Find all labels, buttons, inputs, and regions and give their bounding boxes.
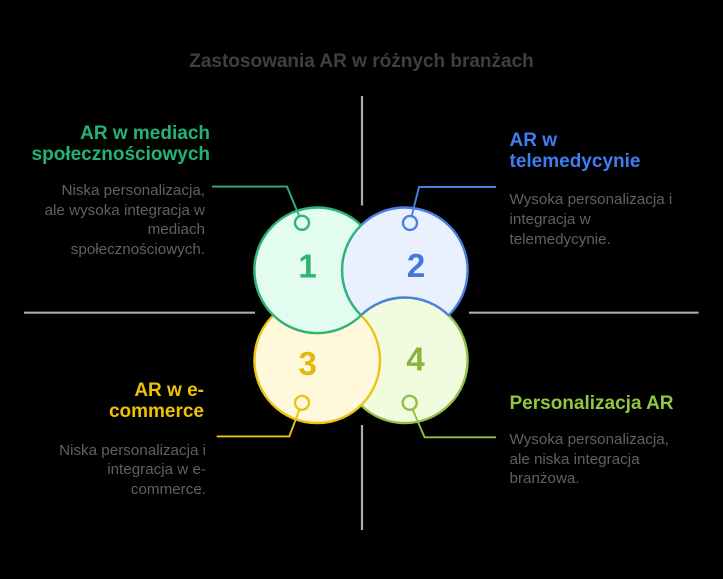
circle-4-number: 4 [406, 341, 425, 378]
heading-line: AR w mediach [80, 122, 210, 144]
heading-telemedicine: AR w telemedycynie [510, 130, 722, 172]
description-line: ale niska integracja [509, 450, 640, 468]
connector-1 [212, 185, 301, 217]
label-block-telemedicine: AR w telemedycynie Wysoka personalizacja… [510, 130, 722, 249]
heading-line: Personalizacja AR [509, 393, 674, 415]
diagram-title: Zastosowania AR w różnych branżach [189, 51, 534, 73]
description-line: ale wysoka integracja w [44, 201, 205, 219]
description-social-media: Niska personalizacja, ale wysoka integra… [0, 181, 205, 259]
heading-line: telemedycynie [509, 150, 641, 172]
description-line: społecznościowych. [70, 240, 205, 258]
circle-1-number: 1 [298, 248, 316, 285]
label-block-personalization: Personalizacja AR Wysoka personalizacja,… [510, 393, 722, 489]
description-line: Niska personalizacja i [59, 441, 206, 459]
description-line: Wysoka personalizacja i [509, 191, 673, 209]
description-ecommerce: Niska personalizacja i integracja w e- c… [0, 441, 206, 500]
circle-2-number: 2 [407, 247, 425, 284]
heading-personalization: Personalizacja AR [510, 393, 722, 414]
heading-ecommerce: AR w e- commerce [0, 380, 204, 422]
heading-line: commerce [108, 400, 204, 422]
circle-3-number: 3 [299, 345, 317, 382]
description-line: commerce. [130, 481, 206, 499]
heading-line: społecznościowych [31, 143, 210, 165]
description-personalization: Wysoka personalizacja, ale niska integra… [510, 430, 722, 489]
circle-numbers: 1 2 3 4 [298, 247, 425, 382]
quadrant-axes [24, 96, 699, 530]
description-telemedicine: Wysoka personalizacja i integracja w tel… [510, 190, 722, 249]
label-connectors [212, 185, 496, 439]
description-line: telemedycynie. [509, 230, 611, 248]
heading-social-media: AR w mediach społecznościowych [0, 123, 210, 165]
circle-1-shape [253, 206, 363, 335]
description-line: Niska personalizacja, [61, 182, 205, 200]
label-block-ecommerce: AR w e- commerce Niska personalizacja i … [0, 380, 206, 500]
anchor-rings [293, 214, 419, 411]
description-line: integracja w e- [107, 461, 206, 479]
connector-3 [216, 409, 301, 438]
description-line: Wysoka personalizacja, [509, 431, 669, 449]
description-line: mediach [147, 221, 205, 239]
heading-line: AR w [509, 129, 558, 151]
ring-2 [401, 214, 419, 232]
ring-1 [293, 214, 311, 232]
description-line: branżowa. [509, 470, 580, 488]
ring-3 [293, 394, 311, 411]
ring-4 [401, 394, 418, 411]
label-block-social-media: AR w mediach społecznościowych Niska per… [0, 123, 210, 260]
description-line: integracja w [509, 210, 591, 228]
heading-line: AR w e- [134, 379, 204, 401]
connector-4 [411, 408, 496, 439]
connector-2 [410, 186, 496, 217]
